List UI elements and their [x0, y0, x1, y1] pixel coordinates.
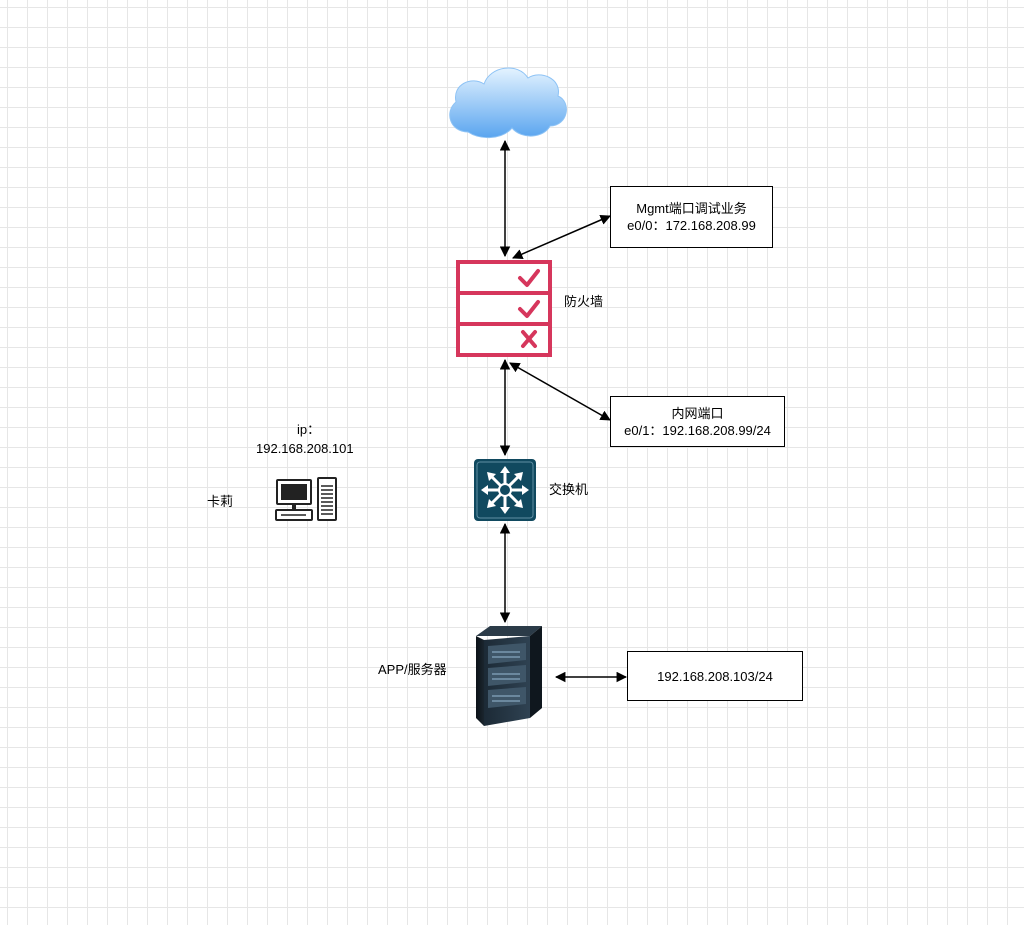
server-ip-text: 192.168.208.103/24 [657, 668, 773, 684]
switch-icon [474, 459, 536, 521]
cross-icon [521, 330, 537, 348]
server-label: APP/服务器 [378, 662, 447, 677]
firewall-icon [456, 260, 552, 357]
check-icon [518, 269, 540, 287]
connector-firewall-mgmt [512, 214, 611, 260]
mgmt-port-box: Mgmt端口调试业务 e0/0：172.168.208.99 [610, 186, 773, 248]
pc-ip-value: 192.168.208.101 [256, 441, 354, 456]
mgmt-port-ip: e0/0：172.168.208.99 [627, 218, 756, 233]
pc-ip-label: ip： [297, 422, 321, 437]
check-icon [518, 300, 540, 318]
mgmt-port-title: Mgmt端口调试业务 [636, 201, 747, 216]
inner-port-title: 内网端口 [671, 405, 724, 421]
server-ip-box: 192.168.208.103/24 [627, 651, 803, 701]
connector-firewall-inner [509, 362, 611, 421]
switch-label: 交换机 [549, 482, 589, 497]
cloud-icon [449, 67, 567, 138]
inner-port-ip: e0/1：192.168.208.99/24 [624, 422, 771, 438]
desktop-computer-icon [275, 477, 337, 521]
server-rack-icon [476, 626, 542, 726]
pc-label: 卡莉 [207, 494, 234, 509]
inner-port-box: 内网端口 e0/1：192.168.208.99/24 [610, 396, 785, 447]
firewall-label: 防火墙 [564, 294, 604, 309]
